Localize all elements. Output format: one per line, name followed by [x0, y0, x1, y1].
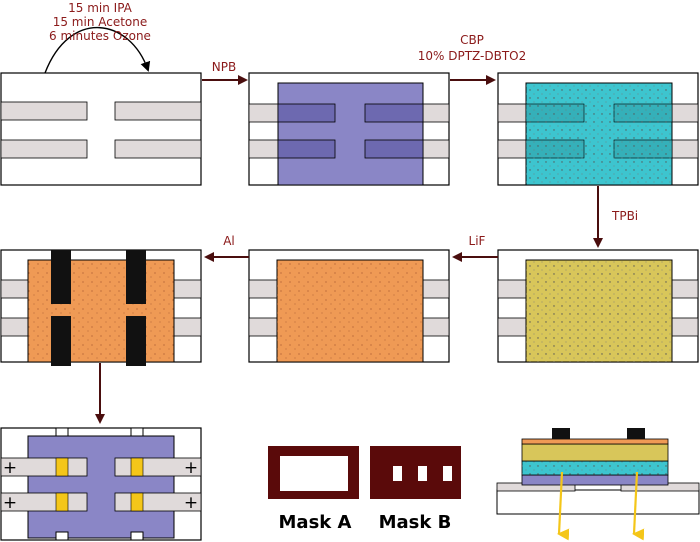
cleaning-step-ozone: 6 minutes Ozone — [49, 29, 151, 43]
dot-texture — [28, 260, 174, 362]
light-output-arrow — [632, 471, 645, 541]
ito-strip — [114, 139, 202, 159]
anode-plus: + — [184, 458, 198, 478]
step-label-tpbi: TPBi — [611, 209, 638, 223]
panel-lif — [248, 249, 450, 363]
glass-substrate — [496, 489, 700, 515]
npb-layer — [521, 474, 669, 486]
dot-texture — [526, 260, 672, 362]
panel-tpbi — [497, 249, 699, 363]
lif-layer — [521, 438, 669, 445]
device-stack — [27, 435, 175, 539]
ito-overlap — [277, 103, 336, 123]
step-label-npb: NPB — [212, 60, 236, 74]
ito-strip — [114, 101, 202, 121]
step-label-dopant: 10% DPTZ-DBTO2 — [418, 49, 527, 63]
panel-final-device: + + + + — [0, 427, 202, 541]
anode-plus: + — [3, 458, 17, 478]
ito-overlap — [364, 103, 424, 123]
aluminum-cathode — [51, 316, 71, 366]
pixel — [55, 457, 69, 477]
pixel — [130, 457, 144, 477]
aluminum-cathode — [552, 428, 570, 439]
mask-a-label: Mask A — [279, 512, 352, 533]
pixel — [55, 492, 69, 512]
ito-overlap — [277, 139, 336, 159]
panel-substrate-clean — [0, 72, 202, 186]
panel-aluminum — [0, 249, 202, 366]
dot-texture — [522, 461, 668, 475]
ito-strip — [0, 139, 88, 159]
anode-plus: + — [184, 493, 198, 513]
panel-cbp — [497, 72, 699, 186]
aluminum-cathode — [126, 316, 146, 366]
aluminum-cathode — [126, 250, 146, 304]
mask-b — [370, 446, 461, 499]
dot-texture — [277, 260, 423, 362]
ito-overlap — [364, 139, 424, 159]
ito-strip — [0, 101, 88, 121]
mask-b-label: Mask B — [379, 512, 452, 533]
cleaning-step-acetone: 15 min Acetone — [53, 15, 148, 29]
npb-layer — [277, 82, 424, 186]
aluminum-cathode — [627, 428, 645, 439]
dot-texture — [526, 83, 672, 185]
cleaning-step-ipa: 15 min IPA — [68, 1, 133, 15]
tpbi-layer — [521, 443, 669, 462]
cross-section — [496, 428, 700, 541]
mask-a — [268, 446, 359, 499]
pixel — [130, 492, 144, 512]
aluminum-cathode — [51, 250, 71, 304]
cleaning-arrow — [44, 26, 151, 74]
cathode-contact — [130, 427, 144, 437]
panel-npb — [248, 72, 450, 186]
step-label-cbp: CBP — [460, 33, 484, 47]
cathode-contact — [55, 427, 69, 437]
cathode-contact — [130, 531, 144, 541]
step-label-lif: LiF — [469, 234, 486, 248]
cathode-contact — [55, 531, 69, 541]
step-label-al: Al — [223, 234, 235, 248]
anode-plus: + — [3, 493, 17, 513]
light-output-arrow — [557, 471, 570, 541]
